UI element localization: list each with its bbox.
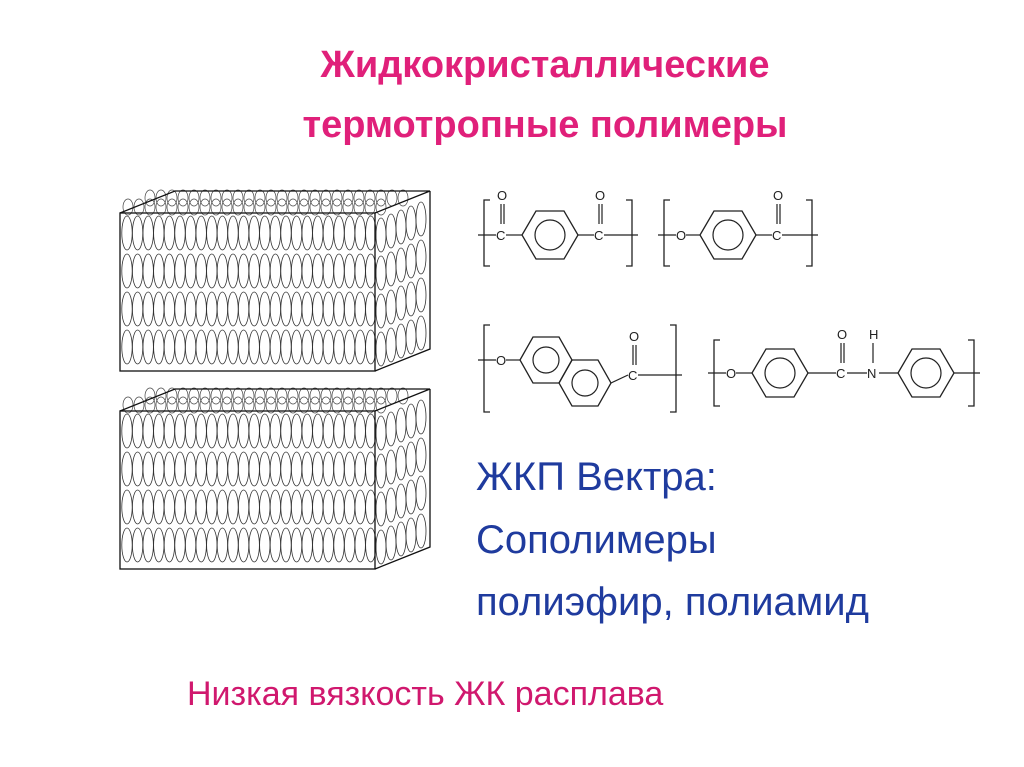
atom-label: C [772, 228, 781, 243]
atom-label: O [726, 366, 736, 381]
lc-layers-illustration [119, 189, 431, 570]
structure-hydroxynaphthoate: O C O [478, 324, 682, 413]
description-line-1: ЖКП Вектра: [476, 455, 717, 499]
lc-block-top [119, 189, 431, 372]
description-line-3: полиэфир, полиамид [476, 580, 869, 624]
structure-hydroxybenzoate: O C O [658, 188, 818, 267]
atom-label: C [594, 228, 603, 243]
lc-block-bottom [119, 387, 431, 570]
atom-label: C [496, 228, 505, 243]
slide-title-line-2: термотропные полимеры [302, 104, 788, 146]
description-line-2: Сополимеры [476, 518, 717, 562]
structure-amide: O C O N H [708, 327, 980, 407]
atom-label: O [773, 188, 783, 203]
structure-terephthaloyl: C O C O [478, 188, 638, 267]
atom-label: O [496, 353, 506, 368]
slide-title-line-1: Жидкокристаллические [320, 44, 770, 86]
atom-label: O [629, 329, 639, 344]
atom-label: C [836, 366, 845, 381]
atom-label: N [867, 366, 876, 381]
atom-label: O [837, 327, 847, 342]
atom-label: C [628, 368, 637, 383]
atom-label: O [676, 228, 686, 243]
atom-label: O [497, 188, 507, 203]
atom-label: H [869, 327, 878, 342]
polymer-structures: C O C O O C O [478, 188, 980, 413]
footer-note: Низкая вязкость ЖК расплава [187, 675, 664, 713]
atom-label: O [595, 188, 605, 203]
